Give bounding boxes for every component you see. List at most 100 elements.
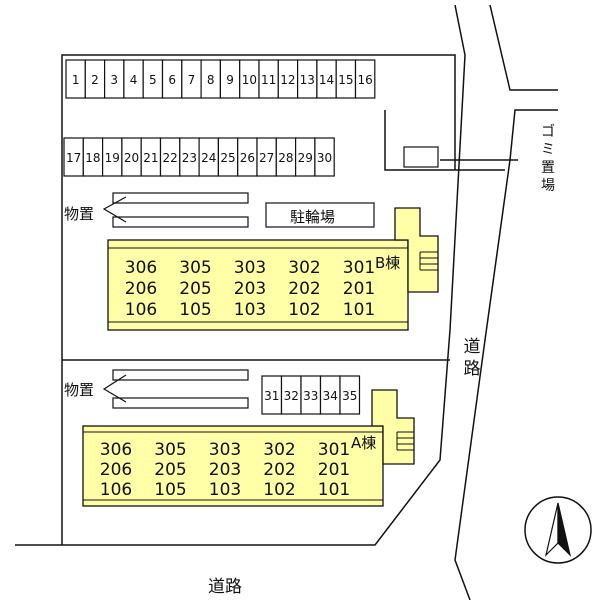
room-number: 103 xyxy=(234,300,266,320)
parking-space xyxy=(339,375,361,415)
north-arrow-icon xyxy=(524,496,592,564)
parking-space-number: 14 xyxy=(319,73,334,87)
room-number: 201 xyxy=(318,460,350,480)
parking-space-number: 2 xyxy=(91,73,99,87)
room-number: 202 xyxy=(263,460,295,480)
bicycle-parking-box xyxy=(265,202,375,228)
room-number: 306 xyxy=(125,258,157,278)
parking-space-number: 20 xyxy=(124,151,139,165)
room-number: 101 xyxy=(343,300,375,320)
parking-space-number: 22 xyxy=(163,151,178,165)
room-number: 105 xyxy=(154,480,186,500)
room-number: 203 xyxy=(234,279,266,299)
parking-space-number: 29 xyxy=(298,151,313,165)
parking-space-number: 15 xyxy=(338,73,353,87)
vertical-char: 路 xyxy=(464,359,481,379)
parking-space-number: 19 xyxy=(105,151,120,165)
road-bottom-label: 道路 xyxy=(208,577,242,597)
room-number: 303 xyxy=(234,258,266,278)
room-number: 306 xyxy=(100,440,132,460)
road-right-label: 道路 xyxy=(464,337,481,379)
building-b xyxy=(107,207,439,331)
parking-space-number: 17 xyxy=(66,151,81,165)
parking-row-second: 17 18 19 20 21 22 23 24 25 26 27 28 29 30 xyxy=(63,137,335,177)
parking-space-number: 6 xyxy=(168,73,176,87)
vertical-char: ミ xyxy=(541,142,555,158)
building-a-stair-steps xyxy=(396,431,414,451)
building-a-outline xyxy=(82,425,384,507)
building-b-label: B棟 xyxy=(375,254,400,272)
vertical-char: ゴ xyxy=(541,123,555,140)
room-number: 106 xyxy=(125,300,157,320)
storage-top-label: 物置 xyxy=(64,205,94,223)
site-boundary xyxy=(15,4,558,600)
parking-space-number: 32 xyxy=(284,389,299,403)
room-number: 201 xyxy=(343,279,375,299)
parking-space-number: 28 xyxy=(278,151,293,165)
parking-space-number: 13 xyxy=(300,73,315,87)
parking-space-number: 12 xyxy=(280,73,295,87)
storage-bottom-label: 物置 xyxy=(64,381,94,399)
room-number: 202 xyxy=(288,279,320,299)
room-number: 302 xyxy=(263,440,295,460)
parking-space-number: 5 xyxy=(149,73,157,87)
room-number: 203 xyxy=(209,460,241,480)
parking-space-number: 1 xyxy=(72,73,80,87)
parking-space-number: 30 xyxy=(317,151,332,165)
room-number: 305 xyxy=(179,258,211,278)
room-number: 206 xyxy=(125,279,157,299)
vertical-char: 道 xyxy=(464,337,481,357)
room-number: 205 xyxy=(154,460,186,480)
building-a-stair xyxy=(371,389,415,465)
building-b-stair xyxy=(394,207,439,293)
room-number: 302 xyxy=(288,258,320,278)
parking-space-number: 10 xyxy=(242,73,257,87)
storage-sheds-bottom xyxy=(102,369,249,409)
parking-space xyxy=(354,59,376,99)
room-number: 301 xyxy=(318,440,350,460)
parking-space-number: 16 xyxy=(358,73,373,87)
parking-space-number: 3 xyxy=(110,73,118,87)
parking-space-number: 33 xyxy=(303,389,318,403)
room-number: 206 xyxy=(100,460,132,480)
bicycle-parking-label: 駐輪場 xyxy=(290,208,335,226)
building-a-label: A棟 xyxy=(351,434,376,452)
room-number: 303 xyxy=(209,440,241,460)
parking-space xyxy=(314,137,335,177)
parking-space-number: 34 xyxy=(323,389,338,403)
parking-space-number: 27 xyxy=(259,151,274,165)
room-number: 102 xyxy=(288,300,320,320)
building-b-stair-steps xyxy=(419,251,438,271)
parking-space-number: 24 xyxy=(201,151,216,165)
room-number: 205 xyxy=(179,279,211,299)
room-number: 102 xyxy=(263,480,295,500)
room-number: 106 xyxy=(100,480,132,500)
parking-row-third: 31 32 33 34 35 xyxy=(261,375,361,415)
parking-space-number: 21 xyxy=(143,151,158,165)
parking-space-number: 26 xyxy=(240,151,255,165)
room-number: 103 xyxy=(209,480,241,500)
building-b-outline xyxy=(107,239,409,331)
parking-space-number: 4 xyxy=(130,73,138,87)
room-number: 301 xyxy=(343,258,375,278)
parking-space-number: 8 xyxy=(207,73,215,87)
parking-space-number: 11 xyxy=(261,73,276,87)
parking-space-number: 18 xyxy=(85,151,100,165)
parking-space-number: 25 xyxy=(220,151,235,165)
room-number: 105 xyxy=(179,300,211,320)
parking-space-number: 9 xyxy=(226,73,234,87)
room-number: 101 xyxy=(318,480,350,500)
building-a xyxy=(82,389,415,507)
garbage-station-box xyxy=(403,146,439,168)
parking-space-number: 31 xyxy=(264,389,279,403)
vertical-char: 場 xyxy=(541,178,555,194)
building-b-rooms: 306 305 303 302 301 206 205 203 202 201 106 105 103 1… xyxy=(125,258,375,320)
parking-space-number: 35 xyxy=(342,389,357,403)
parking-space-number: 23 xyxy=(182,151,197,165)
vertical-char: 置 xyxy=(541,160,555,176)
parking-space-number: 7 xyxy=(188,73,196,87)
